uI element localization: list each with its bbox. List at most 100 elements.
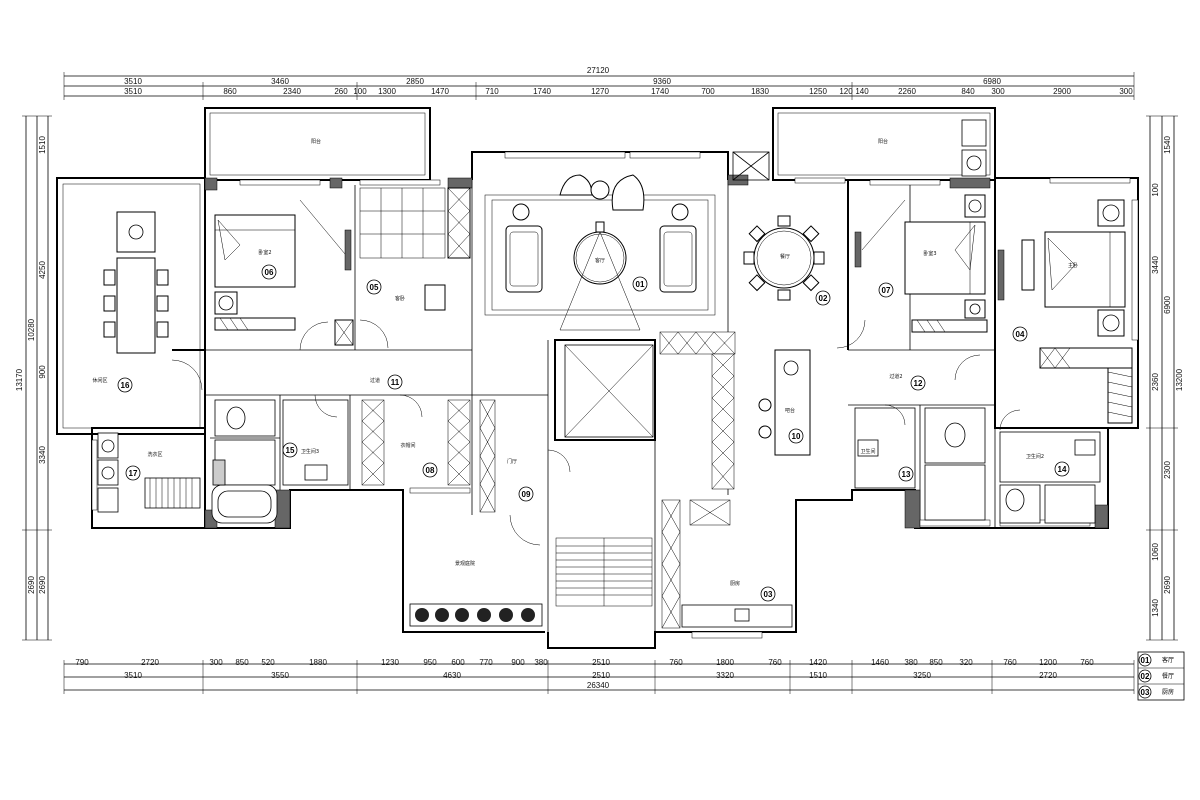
legend: 01 02 03 客厅 餐厅 厨房 [1137, 651, 1185, 701]
legend-num-3: 03 [1141, 688, 1150, 697]
room-number-tags [117, 264, 1070, 602]
svg-text:760: 760 [768, 658, 782, 667]
svg-text:餐厅: 餐厅 [780, 253, 790, 260]
svg-text:16: 16 [121, 381, 130, 390]
dim-left-detail: 1510 4250 900 3340 2690 [38, 136, 47, 594]
svg-text:3340: 3340 [38, 446, 47, 464]
svg-text:2340: 2340 [283, 87, 301, 96]
svg-text:阳台: 阳台 [311, 138, 321, 145]
svg-text:2850: 2850 [406, 77, 424, 86]
svg-text:09: 09 [522, 490, 531, 499]
cabinets [361, 331, 736, 629]
dim-left-overall: 13170 [15, 368, 24, 391]
svg-text:01: 01 [636, 280, 645, 289]
svg-text:3550: 3550 [271, 671, 289, 680]
bed-master [997, 199, 1133, 424]
svg-text:6900: 6900 [1163, 296, 1172, 314]
svg-text:2510: 2510 [592, 671, 610, 680]
dim-right-main: 1540 6900 2300 2690 [1163, 136, 1172, 594]
svg-text:2690: 2690 [27, 576, 36, 594]
svg-text:吧台: 吧台 [785, 407, 795, 414]
svg-text:840: 840 [961, 87, 975, 96]
svg-text:1510: 1510 [38, 136, 47, 154]
svg-text:120: 120 [839, 87, 853, 96]
svg-text:140: 140 [855, 87, 869, 96]
svg-text:100: 100 [353, 87, 367, 96]
svg-text:客厅: 客厅 [595, 257, 605, 264]
svg-text:06: 06 [265, 268, 274, 277]
svg-text:3440: 3440 [1151, 256, 1160, 274]
svg-text:300: 300 [1119, 87, 1133, 96]
svg-text:2690: 2690 [1163, 576, 1172, 594]
svg-text:1510: 1510 [809, 671, 827, 680]
svg-text:卧室2: 卧室2 [258, 249, 271, 256]
living-room-furniture [484, 174, 716, 331]
svg-text:过道2: 过道2 [889, 373, 902, 380]
svg-text:03: 03 [764, 590, 773, 599]
svg-text:900: 900 [38, 365, 47, 379]
svg-text:1470: 1470 [431, 87, 449, 96]
garden-planters [409, 603, 543, 627]
svg-text:1880: 1880 [309, 658, 327, 667]
dimension-lines [25, 75, 1175, 691]
svg-text:1420: 1420 [809, 658, 827, 667]
svg-text:05: 05 [370, 283, 379, 292]
svg-text:860: 860 [223, 87, 237, 96]
svg-text:1830: 1830 [751, 87, 769, 96]
svg-text:15: 15 [286, 446, 295, 455]
svg-text:1740: 1740 [533, 87, 551, 96]
svg-text:760: 760 [1080, 658, 1094, 667]
svg-text:衣帽间: 衣帽间 [400, 442, 415, 449]
svg-text:2720: 2720 [141, 658, 159, 667]
svg-text:客卧: 客卧 [395, 295, 405, 302]
svg-text:300: 300 [991, 87, 1005, 96]
legend-label-1: 客厅 [1162, 656, 1174, 664]
dim-bottom-detail: 790 2720 300 850 520 1880 1230 950 600 7… [75, 658, 1094, 667]
svg-text:17: 17 [129, 469, 138, 478]
svg-text:850: 850 [929, 658, 943, 667]
laundry-fixtures [97, 432, 201, 513]
svg-text:3510: 3510 [124, 77, 142, 86]
svg-text:1740: 1740 [651, 87, 669, 96]
svg-text:2300: 2300 [1163, 461, 1172, 479]
svg-text:850: 850 [235, 658, 249, 667]
dim-bottom-overall: 26340 [587, 681, 610, 690]
svg-text:3460: 3460 [271, 77, 289, 86]
kitchen-counter [681, 604, 793, 628]
svg-text:950: 950 [423, 658, 437, 667]
svg-text:1800: 1800 [716, 658, 734, 667]
svg-text:2720: 2720 [1039, 671, 1057, 680]
svg-text:4630: 4630 [443, 671, 461, 680]
svg-text:770: 770 [479, 658, 493, 667]
dim-top-detail-a: 3510 860 2340 260 100 1300 1470 [124, 87, 449, 96]
svg-text:3510: 3510 [124, 671, 142, 680]
lounge-table [103, 211, 169, 354]
bathroom-14 [999, 431, 1101, 524]
svg-text:13: 13 [902, 470, 911, 479]
svg-text:2900: 2900 [1053, 87, 1071, 96]
svg-text:阳台: 阳台 [878, 138, 888, 145]
svg-text:1230: 1230 [381, 658, 399, 667]
legend-num-1: 01 [1141, 656, 1150, 665]
svg-text:760: 760 [1003, 658, 1017, 667]
dining-table [743, 215, 825, 301]
svg-text:卫生间2: 卫生间2 [1026, 453, 1044, 460]
dim-right-detail: 100 3440 2360 1060 1340 [1151, 183, 1160, 617]
balcony-fixtures [961, 119, 987, 177]
legend-num-2: 02 [1141, 672, 1150, 681]
svg-text:3510: 3510 [124, 87, 142, 96]
svg-text:1270: 1270 [591, 87, 609, 96]
dim-top-detail-b: 710 1740 1270 1740 700 1830 1250 120 140… [485, 87, 1133, 96]
legend-label-2: 餐厅 [1162, 672, 1174, 680]
svg-text:08: 08 [426, 466, 435, 475]
svg-text:14: 14 [1058, 465, 1067, 474]
laundry-steps [149, 478, 193, 508]
dim-top-overall: 27120 [587, 66, 610, 75]
svg-text:1460: 1460 [871, 658, 889, 667]
svg-text:1250: 1250 [809, 87, 827, 96]
dim-bottom-main: 3510 3550 4630 2510 3320 1510 3250 2720 [124, 671, 1057, 680]
bed-left [214, 199, 352, 331]
dimension-ticks [22, 72, 1178, 694]
svg-text:12: 12 [914, 379, 923, 388]
